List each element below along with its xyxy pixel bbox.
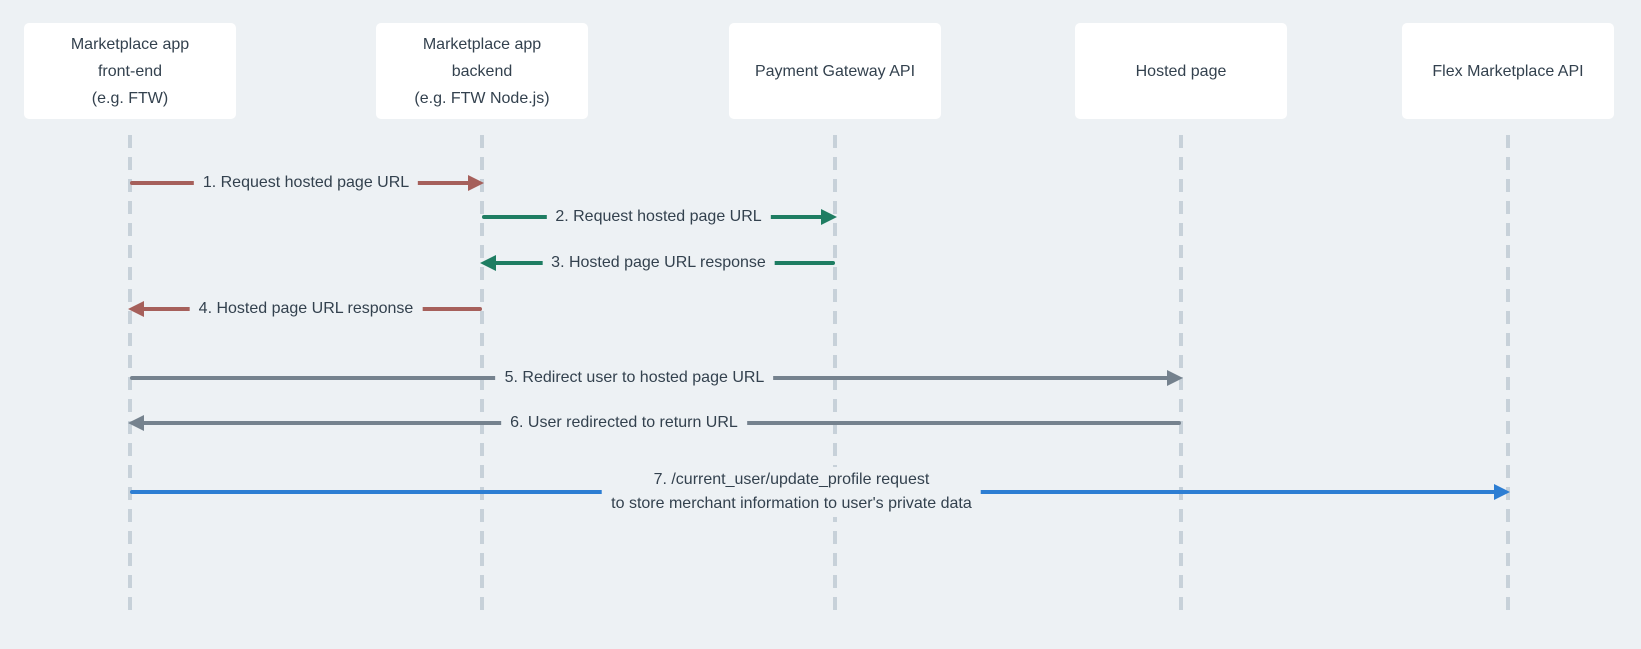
- arrowhead-right-icon: [1494, 484, 1510, 500]
- arrowhead-left-icon: [128, 301, 144, 317]
- message-label: 5. Redirect user to hosted page URL: [495, 365, 774, 391]
- arrowhead-right-icon: [468, 175, 484, 191]
- participant-marketplace-frontend: Marketplace app front-end (e.g. FTW): [24, 23, 236, 119]
- message-label: 3. Hosted page URL response: [542, 250, 775, 276]
- message-label: 2. Request hosted page URL: [546, 204, 771, 230]
- participant-payment-gateway-api: Payment Gateway API: [729, 23, 941, 119]
- participant-label-line: backend: [451, 62, 513, 80]
- participant-label-line: Payment Gateway API: [754, 62, 916, 80]
- participant-label-line: front-end: [97, 62, 163, 80]
- participant-label-line: Marketplace app: [70, 35, 190, 53]
- participant-label-line: Flex Marketplace API: [1432, 62, 1584, 80]
- message-label: 4. Hosted page URL response: [189, 296, 423, 322]
- participant-label-line: Hosted page: [1135, 62, 1227, 80]
- participant-label-line: (e.g. FTW Node.js): [414, 89, 550, 107]
- participant-flex-marketplace-api: Flex Marketplace API: [1402, 23, 1614, 119]
- message-label: 1. Request hosted page URL: [193, 170, 419, 196]
- arrowhead-left-icon: [128, 415, 144, 431]
- participant-hosted-page: Hosted page: [1075, 23, 1287, 119]
- arrowhead-right-icon: [1167, 370, 1183, 386]
- arrowhead-left-icon: [480, 255, 496, 271]
- participant-label-line: (e.g. FTW): [91, 89, 169, 107]
- participant-marketplace-backend: Marketplace app backend (e.g. FTW Node.j…: [376, 23, 588, 119]
- arrowhead-right-icon: [821, 209, 837, 225]
- participant-label-line: Marketplace app: [422, 35, 542, 53]
- message-label: 7. /current_user/update_profile request …: [602, 467, 981, 517]
- lifeline-flex-marketplace-api: [1506, 135, 1510, 617]
- message-label: 6. User redirected to return URL: [501, 410, 747, 436]
